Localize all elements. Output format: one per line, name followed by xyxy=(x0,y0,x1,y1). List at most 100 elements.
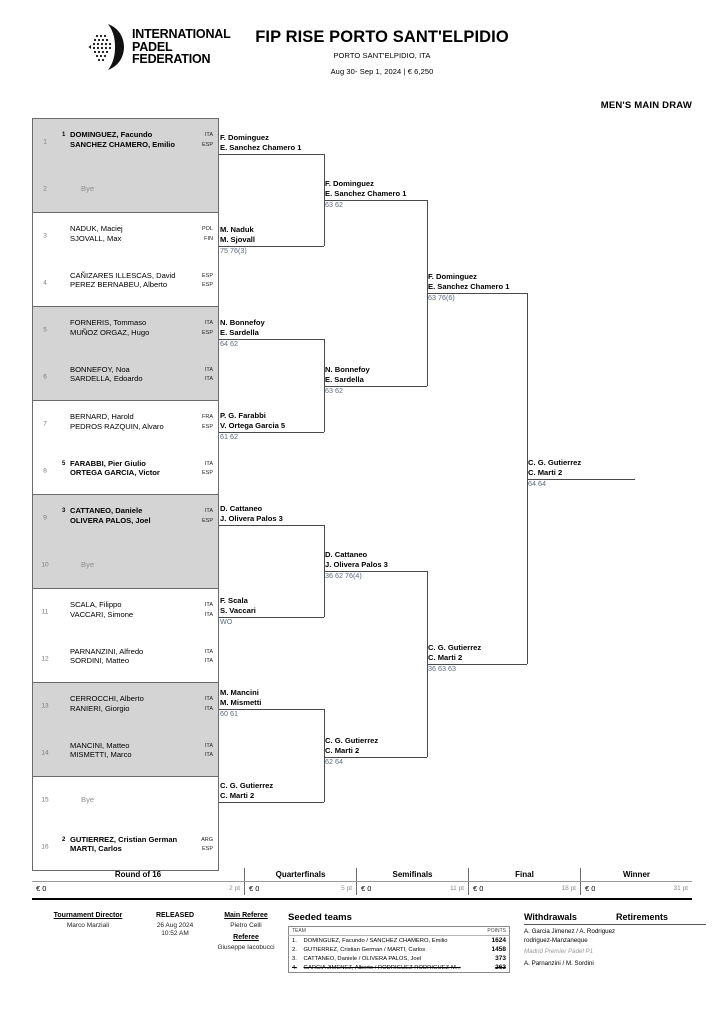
country-code: ITA xyxy=(204,705,213,712)
winner-player-name: C. Marti 2 xyxy=(528,467,563,477)
country-code: ITA xyxy=(204,366,213,373)
federation-logo: INTERNATIONAL PADEL FEDERATION xyxy=(88,20,231,74)
match-score: 75 76(3) xyxy=(220,245,247,255)
draw-position-number: 8 xyxy=(43,467,47,475)
ipf-padel-logo-icon xyxy=(88,22,126,72)
match-score: 62 64 xyxy=(325,756,343,766)
player-name: RANIERI, Giorgio xyxy=(70,703,130,713)
winner-player-name: D. Cattaneo xyxy=(220,504,263,513)
country-code: ITA xyxy=(204,696,213,703)
withdrawal-note: Madrid Premier Padel P1 xyxy=(524,948,594,955)
released-time: 10:52 AM xyxy=(161,930,189,937)
tournament-director-heading: Tournament Director xyxy=(53,912,123,919)
player-name: OLIVERA PALOS, Joel xyxy=(70,515,151,525)
seeded-team-row: 4.GARCIA JIMENEZ, Alberto / RODRIGUEZ RO… xyxy=(289,963,510,973)
match-score: 63 62 xyxy=(325,199,343,209)
main-referee-heading: Main Referee xyxy=(224,912,268,919)
winner-player-name: F. Dominguez xyxy=(220,133,269,142)
bracket-connector xyxy=(219,153,324,155)
seed-rank: 3. xyxy=(292,955,297,962)
prize-points: 18 pt xyxy=(561,885,576,892)
country-code: FRA xyxy=(202,414,213,421)
country-code: FIN xyxy=(204,235,213,242)
bracket-connector xyxy=(324,708,325,802)
winner-player-name: E. Sanchez Chamero 1 xyxy=(325,188,407,198)
seeded-col-team: TEAM xyxy=(288,926,482,936)
country-code: ITA xyxy=(204,742,213,749)
bracket-connector xyxy=(324,756,427,758)
country-code: ITA xyxy=(204,376,213,383)
prize-money: € 0 xyxy=(361,884,372,893)
country-code: ESP xyxy=(201,846,213,853)
player-name: PARNANZINI, Alfredo xyxy=(70,646,144,656)
prize-col-header: Winner xyxy=(580,868,692,881)
winner-player-name: F. Scala xyxy=(220,596,248,605)
country-code: POL xyxy=(201,226,213,233)
bracket-connector xyxy=(427,292,527,294)
winner-player-name: C. Marti 2 xyxy=(428,652,463,662)
winner-player-name: M. Mismetti xyxy=(220,697,262,707)
winner-player-name: J. Olivera Palos 3 xyxy=(220,513,283,523)
country-code: ITA xyxy=(204,132,213,139)
prize-col-header: Final xyxy=(468,868,580,881)
draw-position-number: 9 xyxy=(43,514,47,522)
player-name: DOMINGUEZ, Facundo xyxy=(70,130,153,140)
seeded-team-points: 263 xyxy=(495,964,506,971)
logo-line-1: INTERNATIONAL xyxy=(132,27,231,42)
bracket-connector xyxy=(324,385,427,387)
bracket-connector xyxy=(427,663,527,665)
withdrawals-title: Withdrawals xyxy=(524,912,577,922)
player-name: SANCHEZ CHAMERO, Emilio xyxy=(70,139,176,149)
draw-position-number: 7 xyxy=(43,420,47,428)
country-code: ITA xyxy=(204,602,213,609)
seeded-team-row: 2.GUTIERREZ, Cristian German / MARTI, Ca… xyxy=(289,945,510,954)
prize-money: € 0 xyxy=(249,884,260,893)
player-name: MISMETTI, Marco xyxy=(70,750,132,760)
seed-number: 2 xyxy=(62,836,66,843)
seed-number: 5 xyxy=(62,460,66,467)
seeded-team-name: CATTANEO, Daniele / OLIVERA PALOS, Joel xyxy=(303,955,422,962)
player-name: BERNARD, Harold xyxy=(70,412,134,422)
bracket-connector xyxy=(219,708,324,710)
